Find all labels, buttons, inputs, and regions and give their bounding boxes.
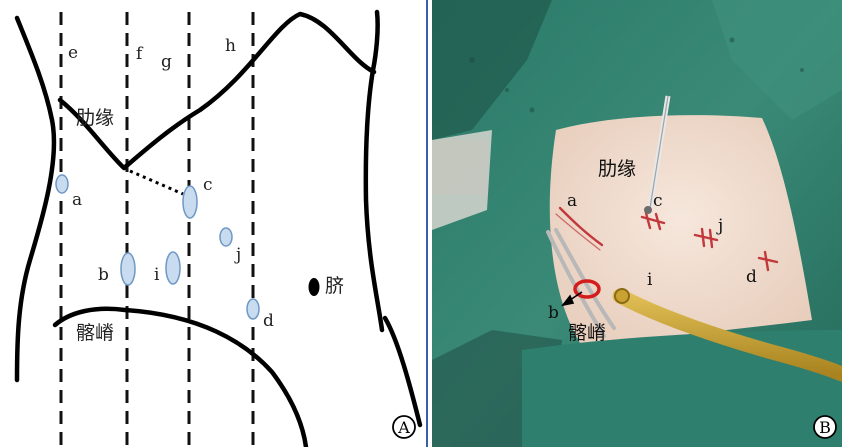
port-b-marker bbox=[121, 253, 135, 285]
svg-text:A: A bbox=[397, 418, 410, 437]
svg-text:B: B bbox=[819, 418, 831, 437]
photo-label-i: i bbox=[647, 270, 653, 290]
label-port-a: a bbox=[72, 190, 82, 210]
photo-costal-margin-label: 肋缘 bbox=[598, 158, 636, 180]
costal-margin-label: 肋缘 bbox=[76, 107, 114, 129]
iliac-crest-label: 髂嵴 bbox=[76, 322, 114, 344]
port-c-marker bbox=[183, 186, 197, 218]
label-port-j: j bbox=[234, 245, 241, 265]
photo-label-a: a bbox=[567, 191, 577, 211]
panel-b-badge: B bbox=[814, 416, 836, 438]
panel-a-badge: A bbox=[393, 416, 415, 438]
photo-label-c: c bbox=[653, 191, 663, 211]
label-port-c: c bbox=[203, 175, 213, 195]
port-a-marker bbox=[56, 175, 68, 193]
navel-label: 脐 bbox=[325, 275, 344, 297]
port-j-marker bbox=[220, 228, 232, 246]
photo-iliac-crest-label: 髂嵴 bbox=[568, 322, 606, 344]
label-port-i: i bbox=[154, 265, 160, 285]
label-line-g: g bbox=[161, 52, 172, 72]
port-d-marker bbox=[247, 299, 259, 319]
photo-label-j: j bbox=[716, 216, 723, 236]
panel-a-schematic: e f g h a c j b i d 肋缘 髂嵴 脐 A bbox=[0, 0, 428, 447]
label-line-h: h bbox=[225, 36, 236, 56]
photo-label-b: b bbox=[548, 303, 559, 323]
panel-b-photo: 肋缘 a c j d i b 髂嵴 B bbox=[432, 0, 842, 447]
port-i-marker bbox=[166, 252, 180, 284]
label-line-e: e bbox=[68, 43, 78, 63]
photo-label-d: d bbox=[746, 267, 757, 287]
navel-dot bbox=[309, 278, 320, 296]
label-port-d: d bbox=[263, 311, 274, 331]
label-port-b: b bbox=[98, 265, 109, 285]
